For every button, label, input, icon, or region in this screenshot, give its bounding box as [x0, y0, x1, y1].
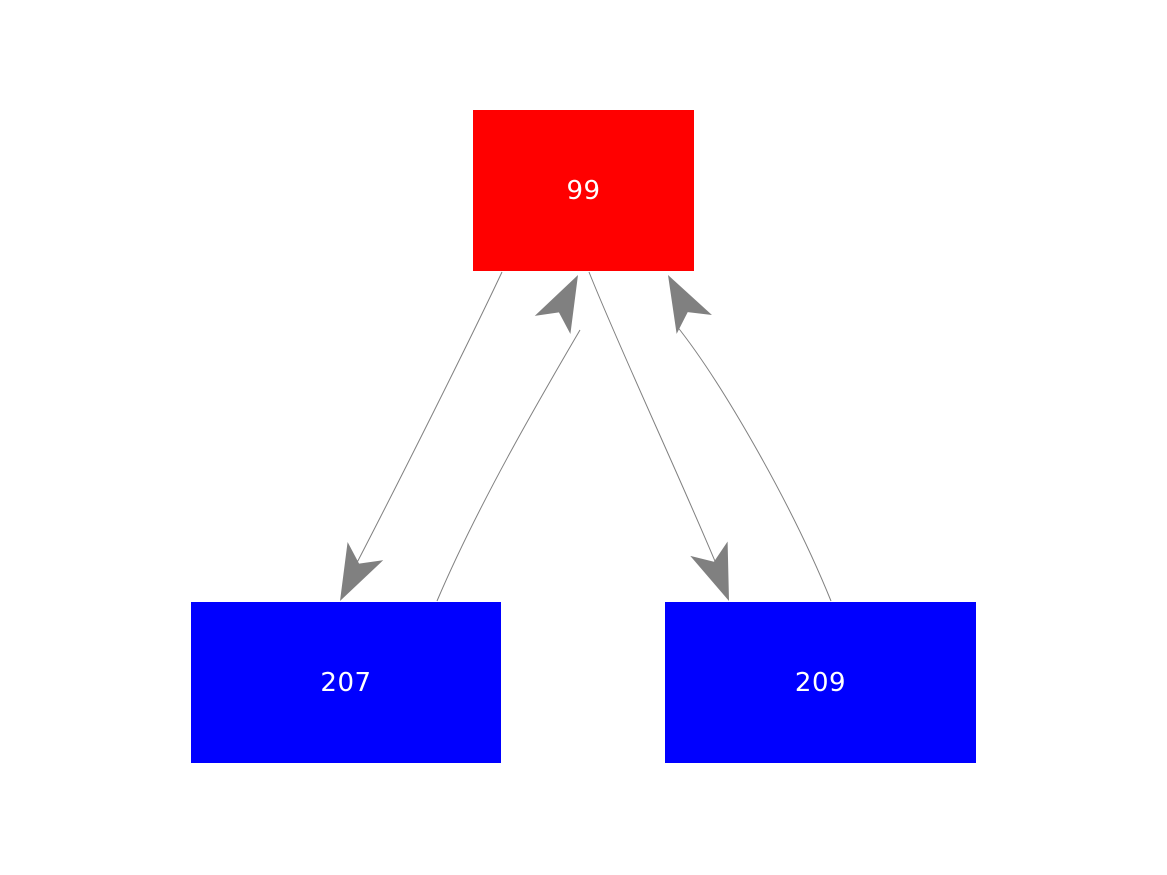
node-207-label: 207 [320, 667, 372, 698]
node-209[interactable]: 209 [665, 602, 976, 763]
node-209-label: 209 [794, 667, 847, 698]
edge-arrowheads-group [340, 275, 729, 601]
node-99[interactable]: 99 [473, 110, 694, 271]
arrowhead-209-to-99 [668, 275, 712, 334]
edge-209-to-99 [675, 324, 832, 602]
node-207[interactable]: 207 [191, 602, 501, 763]
edge-99-to-209 [588, 271, 723, 579]
arrowhead-99-to-209 [690, 541, 729, 601]
edge-207-to-99 [436, 329, 581, 602]
arrowhead-99-to-207 [340, 542, 384, 601]
arrowhead-207-to-99 [534, 275, 578, 334]
edge-99-to-207 [347, 271, 503, 581]
node-99-label: 99 [566, 175, 601, 206]
edge-paths-group [347, 271, 832, 602]
